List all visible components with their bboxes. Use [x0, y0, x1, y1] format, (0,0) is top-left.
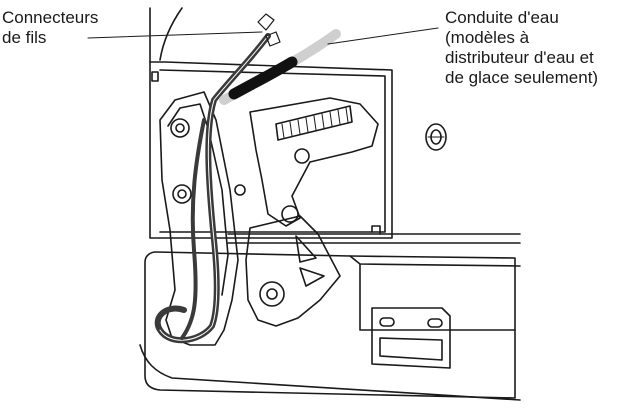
cabinet-curve-line [159, 7, 183, 61]
lower-hinge-bracket [245, 215, 341, 327]
lower-door-outline [144, 251, 516, 399]
lower-door-bottom-edge [139, 344, 521, 401]
lower-door-inner-step [359, 263, 516, 331]
upper-cabinet-panel [149, 61, 393, 239]
label-line: Connecteurs [2, 8, 99, 27]
label-line: de fils [2, 28, 47, 47]
hinge-pivot-small [234, 184, 246, 196]
counter-bracket [371, 225, 381, 235]
hinge-screw-top [170, 118, 190, 138]
label-line: distributeur d'eau et [445, 48, 594, 67]
label-line: Conduite d'eau [445, 8, 559, 27]
hinge-screw-middle [172, 184, 192, 204]
hinge-screw-lower-head [266, 288, 278, 300]
wire-connector [265, 31, 281, 47]
lower-hinge-cutout [295, 235, 325, 287]
wire-harness-left-run [180, 118, 206, 340]
hinge-spring-coils [281, 107, 349, 139]
label-line: (modèles à [445, 28, 530, 47]
handle-slot-left [379, 317, 395, 327]
hinge-screw-lower [259, 281, 285, 307]
hinge-screw-middle-head [177, 189, 187, 199]
panel-slot [151, 71, 159, 82]
upper-hinge-arm [249, 97, 379, 227]
leader-line-wire-connectors [87, 31, 263, 39]
hinge-spring [275, 105, 353, 141]
door-handle-recess [371, 307, 451, 369]
wire-harness-strands [159, 35, 269, 341]
leader-line-water-line [327, 27, 439, 45]
handle-slot-right [427, 318, 443, 328]
label-line: de glace seulement) [445, 68, 599, 87]
door-handle-recess-inner [379, 337, 443, 361]
hinge-screw-top-head [175, 123, 185, 133]
wire-connector [257, 13, 275, 31]
hinge-arm-pivot-lower [281, 205, 299, 223]
callout-label-wire-connectors: Connecteurs de fils [2, 8, 98, 48]
wall-mount-ring [425, 123, 447, 151]
water-line-tube-sleeve [228, 56, 298, 100]
hinge-arm-pivot [294, 148, 310, 164]
callout-label-water-line: Conduite d'eau (modèles à distributeur d… [445, 8, 598, 88]
